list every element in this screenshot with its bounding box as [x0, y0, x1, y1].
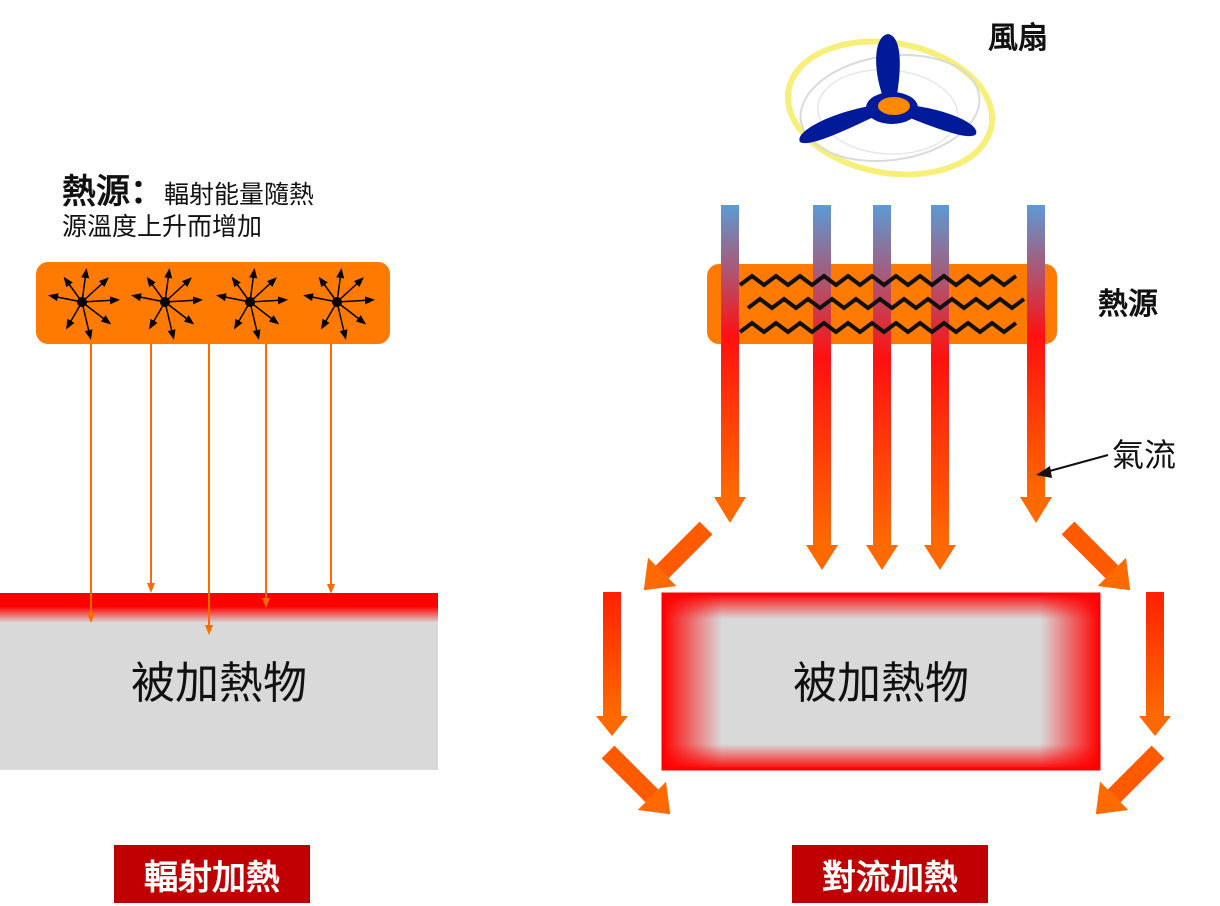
- airflow-streams: [714, 205, 1052, 570]
- airflow-arrow: [1061, 521, 1131, 591]
- radiant-source-desc-line2: 源溫度上升而增加: [62, 212, 263, 241]
- radiant-source-description: 熱源：輻射能量隨熱 源溫度上升而增加: [62, 175, 382, 243]
- fan-icon: [784, 34, 996, 178]
- radiant-source-title: 熱源：: [62, 172, 164, 212]
- convection-heated-object: [661, 592, 1101, 771]
- radiant-object-label: 被加熱物: [131, 658, 307, 709]
- deflected-airflow: [643, 521, 1131, 591]
- exhaust-airflow: [601, 745, 1165, 815]
- radiant-heating-caption: 輻射加熱: [114, 845, 310, 903]
- airflow-arrow: [806, 205, 838, 570]
- airflow-arrow: [1139, 592, 1171, 736]
- fan-label: 風扇: [988, 21, 1048, 56]
- side-airflow: [596, 592, 1171, 736]
- radiant-heat-source: [36, 262, 390, 344]
- convection-source-label: 熱源: [1098, 287, 1158, 322]
- radiation-rays: [87, 344, 335, 635]
- airflow-arrow: [1095, 745, 1165, 815]
- zigzag-coil-icon: [738, 273, 1026, 335]
- airflow-arrow: [866, 205, 898, 570]
- radiant-heated-object: [0, 593, 438, 770]
- radiant-source-desc-line1: 輻射能量隨熱: [164, 180, 315, 209]
- convection-object-label: 被加熱物: [793, 658, 969, 709]
- airflow-arrow: [1020, 205, 1052, 523]
- airflow-label: 氣流: [1112, 436, 1176, 474]
- airflow-arrow: [596, 592, 628, 736]
- airflow-arrow: [924, 205, 956, 570]
- airflow-arrow: [643, 521, 713, 591]
- convection-heating-caption: 對流加熱: [792, 845, 988, 903]
- airflow-pointer: [1036, 454, 1109, 478]
- airflow-arrow: [714, 205, 746, 523]
- airflow-arrow: [601, 745, 671, 815]
